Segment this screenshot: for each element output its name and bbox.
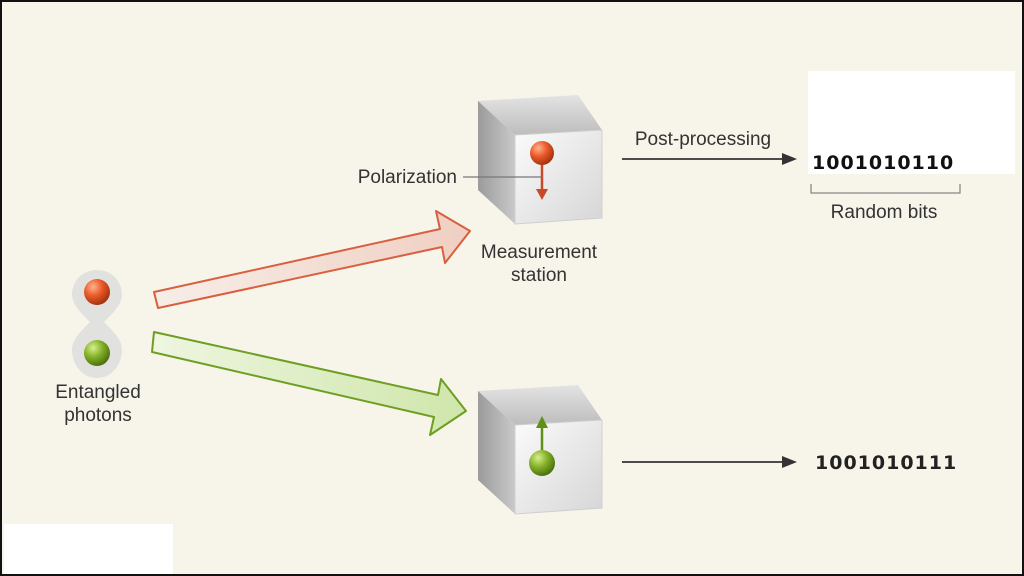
output-arrow-bottom-head (782, 456, 797, 468)
post-processing-label: Post-processing (635, 129, 771, 150)
station-top-face (478, 95, 602, 135)
red-beam-arrow (153, 210, 471, 309)
station-label-line1: Measurement (481, 242, 598, 263)
entangled-photon-pair (72, 270, 122, 378)
bottom-left-overlay-box (4, 524, 173, 574)
bits-bottom: 1001010111 (815, 452, 957, 474)
station-side-face (478, 391, 515, 514)
source-label-line1: Entangled (55, 382, 141, 403)
top-right-overlay-box (808, 71, 1015, 174)
green-photon (84, 340, 110, 366)
random-bits-label: Random bits (831, 202, 938, 223)
bits-top: 1001010110 (812, 152, 955, 174)
station-label-line2: station (511, 265, 567, 286)
polarization-arrow-head-up (536, 416, 548, 428)
station-top-face (478, 385, 602, 425)
green-beam-arrow (151, 331, 467, 436)
station-front-face (514, 419, 603, 515)
measurement-station-top (478, 95, 603, 225)
output-arrow-top (622, 153, 797, 165)
polarization-label: Polarization (358, 167, 457, 188)
measured-green-photon (529, 450, 555, 476)
measured-red-photon (530, 141, 554, 165)
station-side-face (478, 101, 515, 224)
output-arrow-bottom (622, 456, 797, 468)
polarization-arrow-head-down (536, 189, 548, 200)
measurement-station-bottom (478, 385, 603, 515)
output-arrow-top-head (782, 153, 797, 165)
red-photon (84, 279, 110, 305)
source-label-line2: photons (64, 405, 132, 426)
random-bits-bracket (810, 184, 961, 194)
